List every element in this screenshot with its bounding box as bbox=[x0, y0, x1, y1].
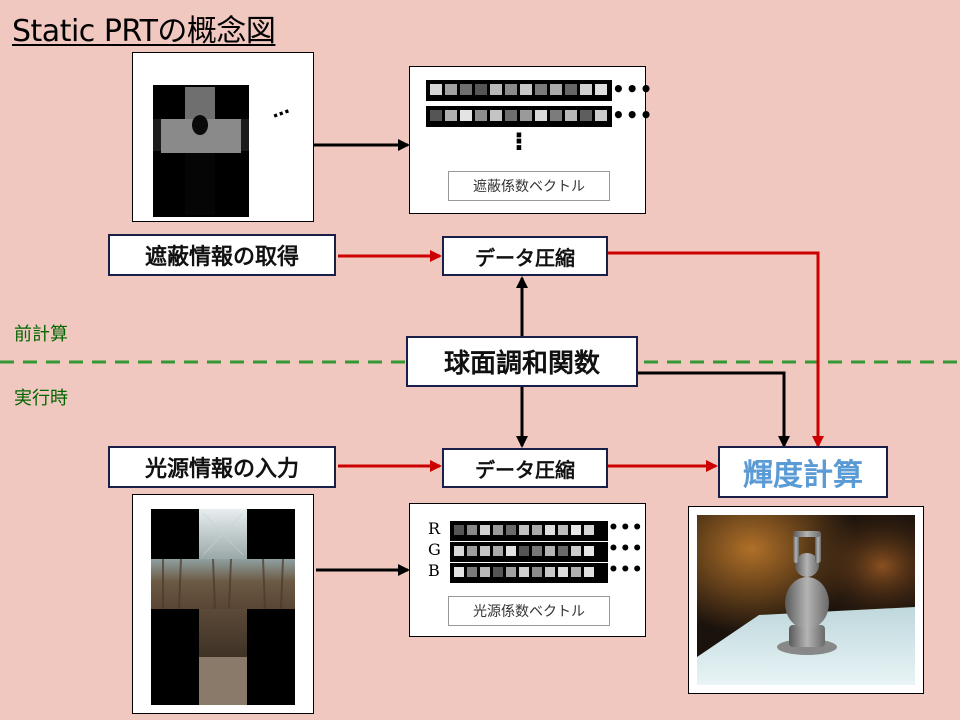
arrow-sh-to-radiance bbox=[638, 371, 790, 448]
occlusion-acquire-box: 遮蔽情報の取得 bbox=[108, 234, 336, 276]
rgb-label-g: G bbox=[428, 540, 441, 559]
light-vector-caption: 光源係数ベクトル bbox=[448, 596, 610, 626]
light-row-g-ellipsis: ••• bbox=[608, 539, 644, 559]
compress-bottom-box: データ圧縮 bbox=[442, 448, 608, 488]
environment-cubemap-image bbox=[151, 509, 295, 705]
occlusion-row-1-ellipsis: ••• bbox=[612, 77, 654, 101]
runtime-label: 実行時 bbox=[14, 388, 68, 409]
light-vector-row-g bbox=[450, 542, 608, 562]
arrow-compress-top-to-radiance bbox=[608, 251, 824, 448]
occlusion-more-rows-dots: ⁝ bbox=[514, 127, 524, 157]
light-vector-row-r bbox=[450, 521, 608, 541]
light-row-r-ellipsis: ••• bbox=[608, 518, 644, 538]
light-input-box: 光源情報の入力 bbox=[108, 446, 336, 488]
rgb-label-r: R bbox=[428, 519, 441, 538]
occlusion-map-panel: … bbox=[132, 52, 314, 222]
rendered-result-panel bbox=[688, 506, 924, 694]
light-vector-panel: R G B ••• ••• bbox=[409, 503, 646, 637]
precompute-label: 前計算 bbox=[14, 324, 68, 345]
spherical-harmonics-box: 球面調和関数 bbox=[406, 336, 638, 387]
rgb-label-b: B bbox=[428, 561, 440, 580]
light-vector-row-b bbox=[450, 563, 608, 583]
occlusion-row-2-ellipsis: ••• bbox=[612, 103, 654, 127]
compress-top-box: データ圧縮 bbox=[442, 236, 608, 276]
occlusion-vector-caption: 遮蔽係数ベクトル bbox=[448, 171, 610, 201]
occlusion-vector-row-1 bbox=[426, 80, 612, 101]
slide-title: Static PRTの概念図 bbox=[12, 14, 276, 49]
radiance-calc-box: 輝度計算 bbox=[718, 446, 888, 498]
occlusion-vector-panel: ••• ••• ⁝ 遮蔽係数ベクトル bbox=[409, 66, 652, 214]
light-row-b-ellipsis: ••• bbox=[608, 560, 644, 580]
environment-map-panel bbox=[132, 494, 314, 714]
occlusion-cubemap-image bbox=[153, 85, 249, 217]
occlusion-vector-row-2 bbox=[426, 106, 612, 127]
rendered-statue-image bbox=[697, 515, 915, 685]
